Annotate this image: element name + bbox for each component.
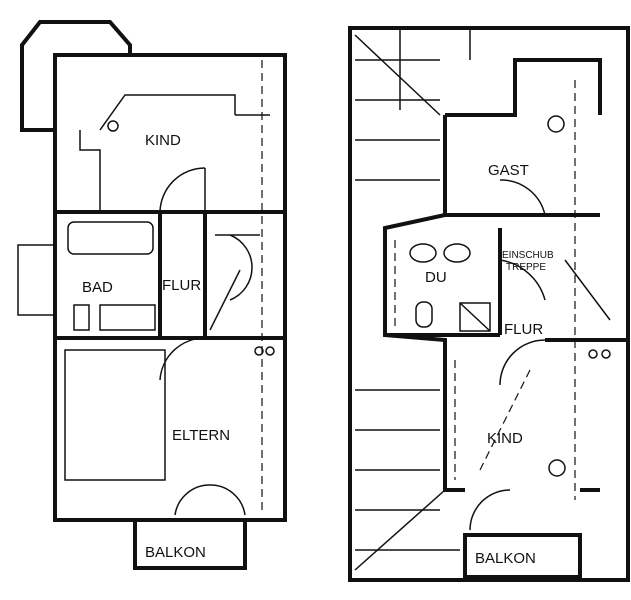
left-bay-window [20,20,132,132]
room-label-du: DU [425,269,447,286]
door-swing [159,167,206,213]
double-sink-icon [99,304,156,331]
left-floor-plan: KIND BAD FLUR ELTERN BALKON [17,20,287,570]
stove-icon [254,346,264,356]
room-label-kind-right: KIND [487,430,523,447]
right-outer-walls [348,26,630,582]
bathtub-icon [67,221,154,255]
room-label-flur-left: FLUR [162,277,201,294]
right-balcony [463,533,582,579]
left-balcony [133,518,247,570]
room-label-flur-right: FLUR [504,321,543,338]
toilet-icon-right [415,301,433,328]
room-label-kind-left: KIND [145,132,181,149]
roof-slope-hatching [354,28,471,571]
room-label-eltern: ELTERN [172,427,230,444]
sink-icon [409,243,437,263]
toilet-icon [73,304,90,331]
shower-icon [459,302,491,332]
room-label-einschub: EINSCHUB [502,250,554,261]
room-label-treppe: TREPPE [506,262,546,273]
room-label-balkon-left: BALKON [145,544,206,561]
door-swing-du [499,259,546,301]
room-label-balkon-right: BALKON [475,550,536,567]
room-label-bad: BAD [82,279,113,296]
right-floor-plan: GAST DU EINSCHUB TREPPE FLUR KIND BALKON [348,26,630,582]
room-label-gast: GAST [488,162,529,179]
